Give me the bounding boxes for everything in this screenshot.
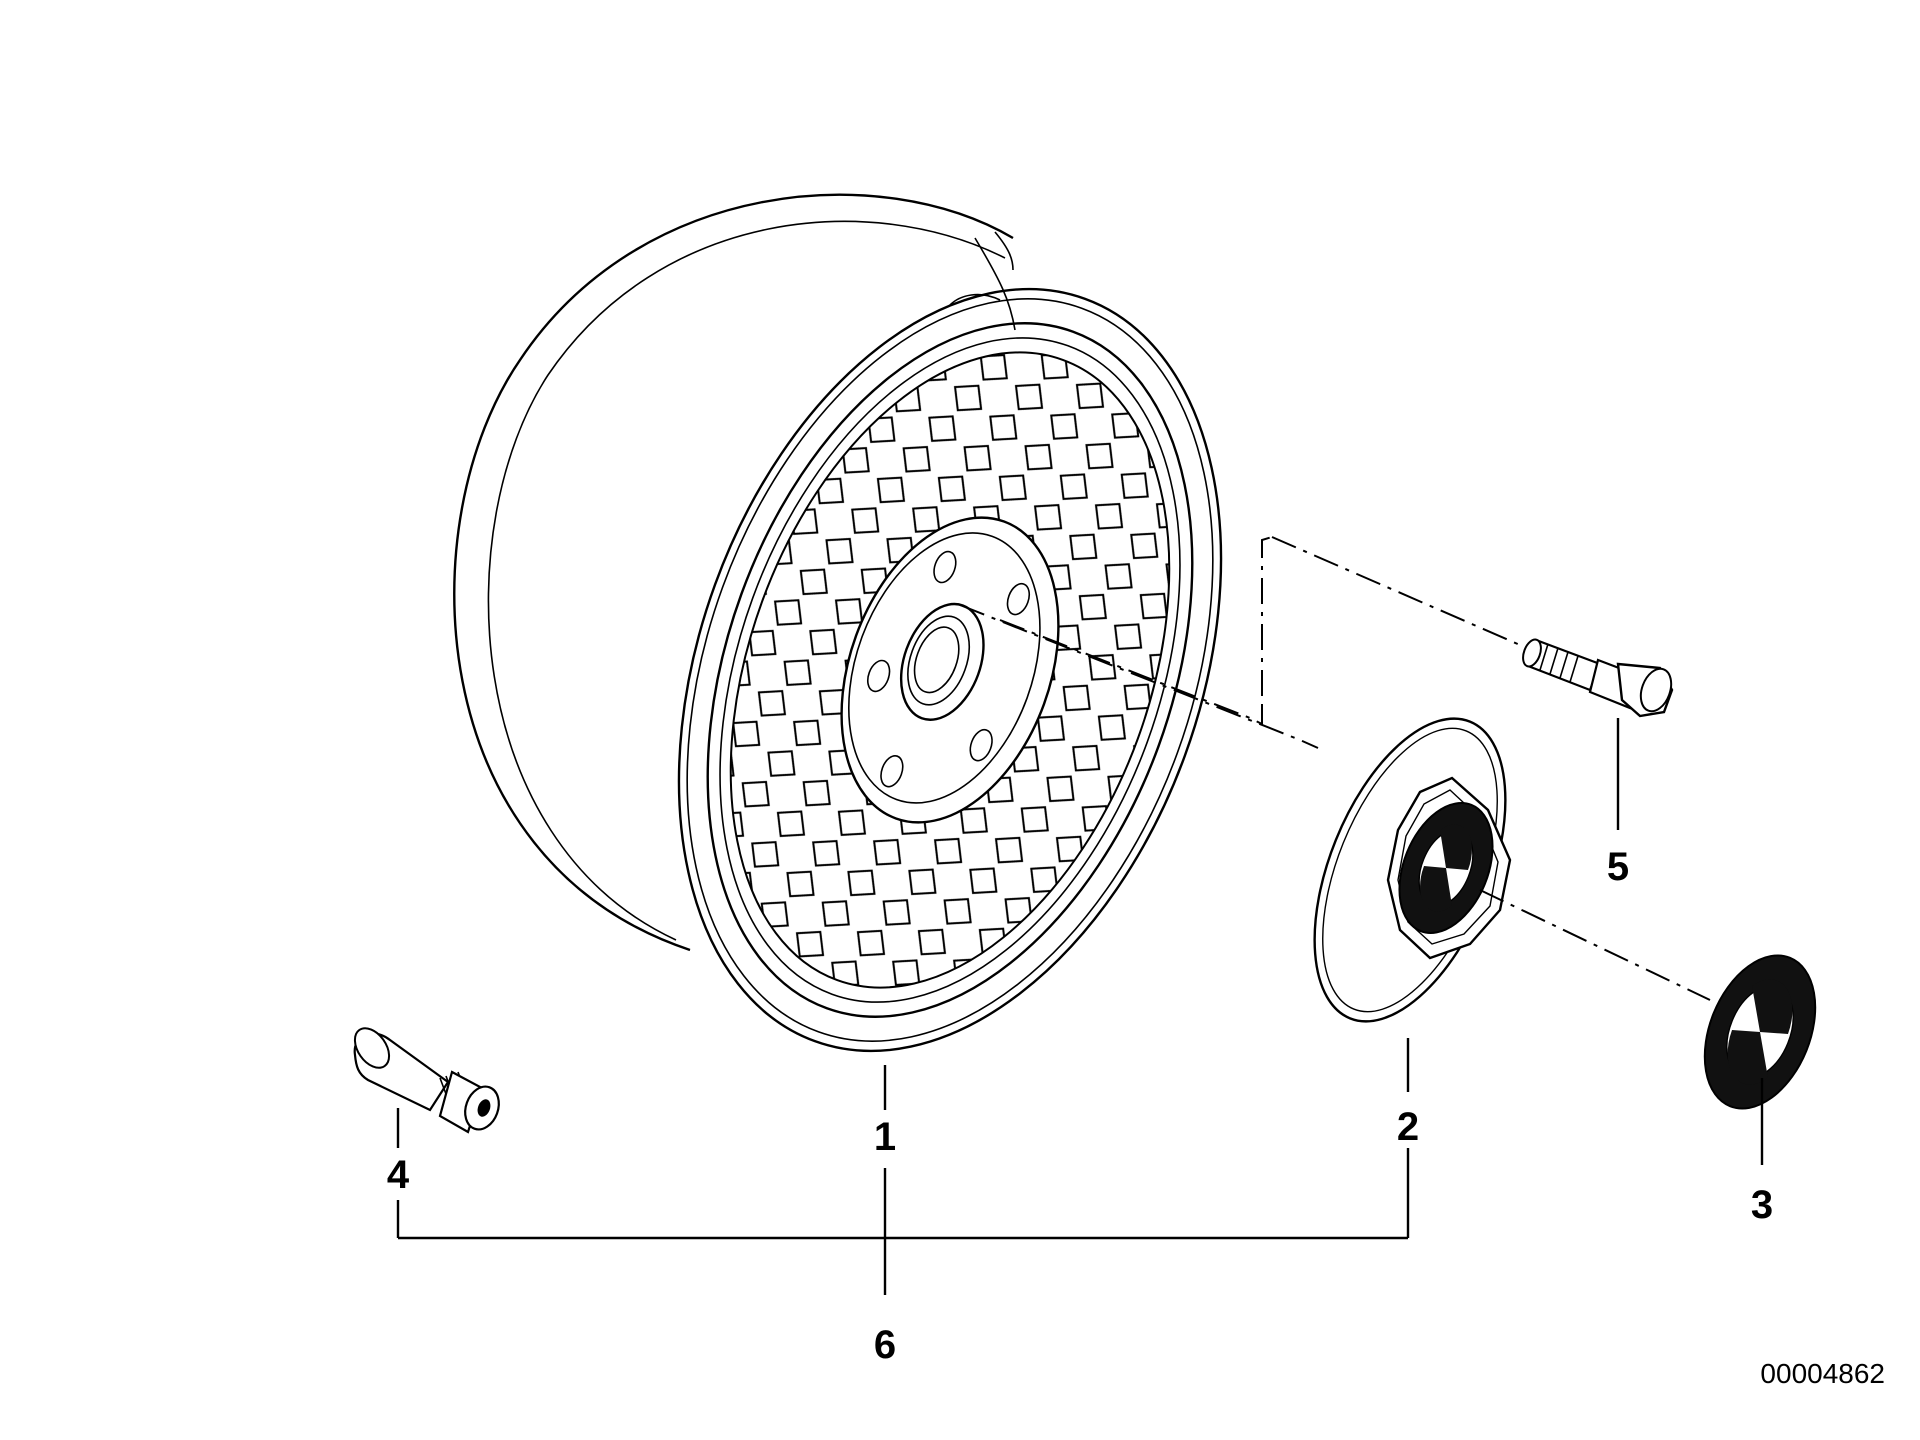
- assembly-lines: [959, 536, 1711, 1001]
- callout-5: 5: [1607, 845, 1629, 889]
- document-number: 00004862: [1760, 1358, 1885, 1389]
- wheel-bolt-drawing: [1522, 638, 1674, 718]
- leader-lines: [396, 718, 1764, 1295]
- callout-2: 2: [1397, 1105, 1419, 1149]
- callout-6: 6: [874, 1323, 896, 1367]
- valve-stem-drawing: [353, 1027, 500, 1134]
- callout-3: 3: [1751, 1183, 1773, 1227]
- callout-1: 1: [874, 1115, 896, 1159]
- wheel-rim-drawing: [453, 193, 1223, 1053]
- hub-cap-drawing: [1313, 717, 1512, 1023]
- callout-4: 4: [387, 1153, 410, 1197]
- emblem-drawing: [1703, 954, 1817, 1110]
